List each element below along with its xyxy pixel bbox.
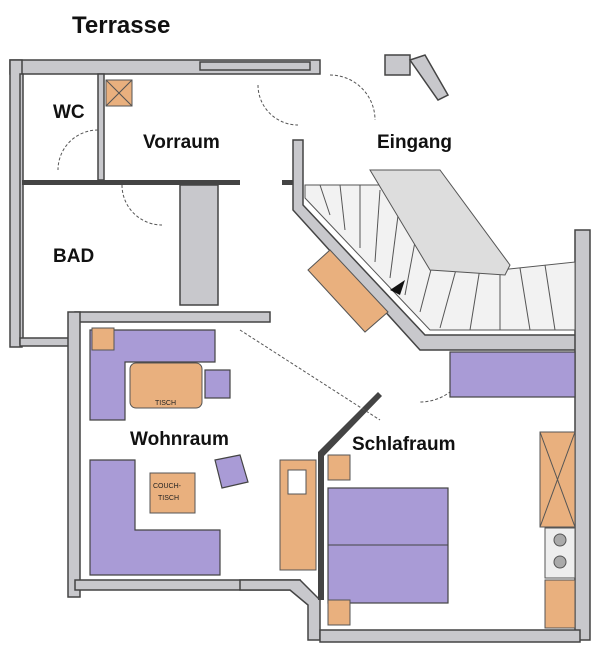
doors	[57, 74, 471, 421]
corner-sofa	[89, 329, 216, 421]
room-label-wohnraum: Wohnraum	[130, 429, 229, 450]
chair	[204, 369, 231, 399]
dining-table	[129, 362, 203, 409]
terrace-label: Terrasse	[72, 12, 170, 39]
furniture: TISCH COUCH- TISCH	[89, 79, 576, 629]
room-label-wc: WC	[53, 102, 85, 123]
room-label-bad: BAD	[53, 246, 94, 267]
wardrobe	[449, 351, 576, 398]
coffee-table-label-1: COUCH-	[153, 483, 182, 490]
room-label-schlafraum: Schlafraum	[352, 434, 455, 455]
cabinet	[544, 579, 576, 629]
nightstand	[327, 599, 351, 626]
armchair	[214, 454, 249, 489]
room-label-vorraum: Vorraum	[143, 132, 220, 153]
room-label-eingang: Eingang	[377, 132, 452, 153]
table-label: TISCH	[155, 400, 176, 407]
walls	[9, 54, 591, 643]
staircase	[304, 169, 576, 331]
nightstand	[327, 454, 351, 481]
stair-cabinet	[307, 249, 389, 333]
sofa	[89, 459, 221, 576]
coffee-table	[149, 472, 196, 514]
coffee-table-label-2: TISCH	[158, 495, 179, 502]
